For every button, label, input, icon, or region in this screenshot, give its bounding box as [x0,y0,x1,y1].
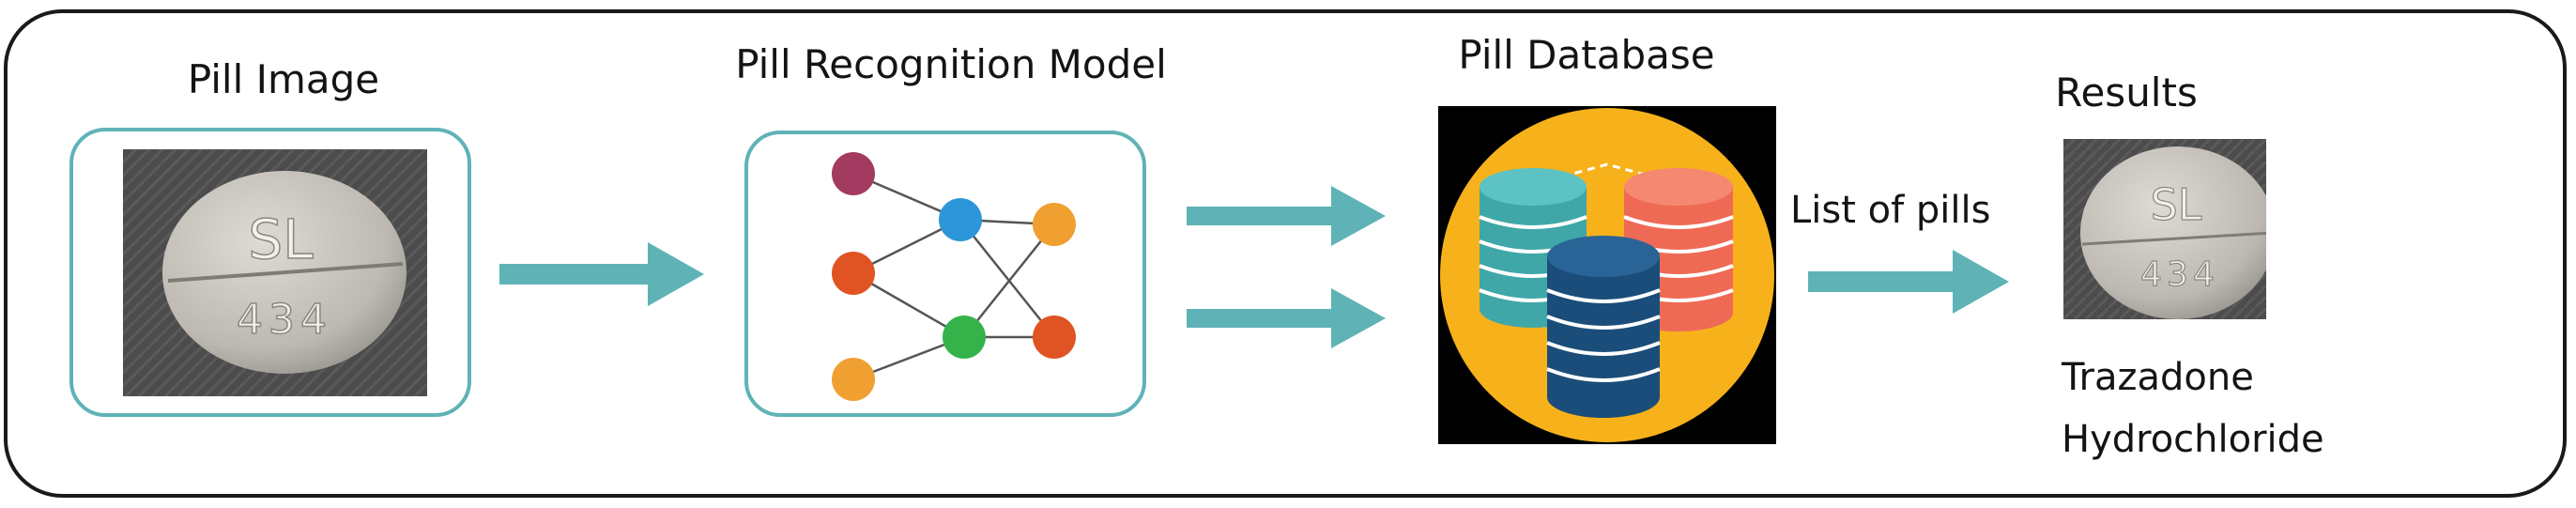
nn-node [832,252,875,295]
db-cylinder-navy [1546,236,1661,418]
pill-imprint-bottom: 434 [237,296,332,344]
result-pill-imprint-top: SL [2151,179,2202,230]
nn-node [1033,316,1076,359]
nn-node [1033,203,1076,246]
stage-title-model: Pill Recognition Model [735,41,1167,87]
stage-title-pill-image: Pill Image [187,56,380,102]
database-icon [1440,108,1774,442]
stage-title-results: Results [2055,69,2198,115]
result-drug-line1: Trazadone [2062,356,2254,399]
pill-imprint-top: SL [248,208,313,271]
pill-photo-svg: SL 434 [123,149,427,396]
result-pill-tablet [2080,146,2266,319]
result-drug-line2: Hydrochloride [2062,418,2324,461]
edge-label-list-of-pills: List of pills [1790,189,1991,232]
nn-node [939,198,982,241]
nn-node [832,358,875,401]
arrow-db-to-results [1808,250,2009,314]
stage-title-database: Pill Database [1458,32,1715,78]
result-pill-imprint-bottom: 434 [2140,255,2219,294]
neural-network-icon [832,152,1076,401]
nn-node [943,316,986,359]
model-box [744,131,1146,417]
pill-photo: SL 434 [123,149,427,396]
arrow-model-to-db-bottom [1187,288,1386,348]
result-pill-photo: SL 434 [2063,139,2266,319]
arrow-image-to-model [499,242,704,306]
nn-node [832,152,875,195]
result-pill-photo-svg: SL 434 [2063,139,2266,319]
arrow-model-to-db-top [1187,186,1386,246]
